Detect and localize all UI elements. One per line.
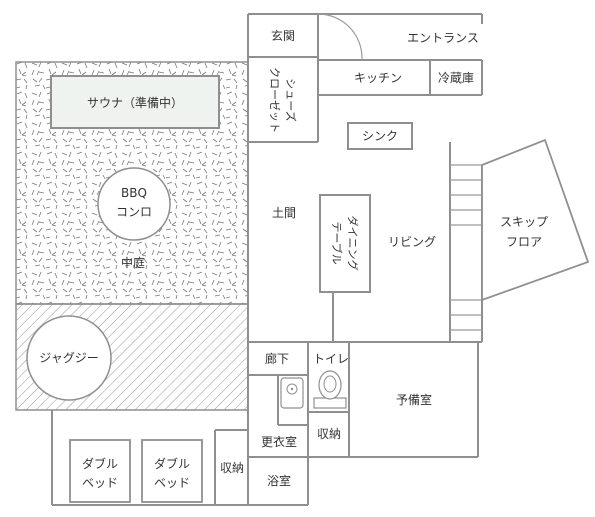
label-courtyard: 中庭 — [121, 255, 145, 270]
jacuzzi-tub — [26, 315, 112, 401]
toilet-fixture — [313, 370, 347, 409]
label-jacuzzi: ジャグジー — [39, 351, 98, 365]
label-toilet: トイレ — [313, 352, 349, 366]
label-bbq-konro: コンロ — [116, 205, 152, 219]
dining-table — [319, 194, 371, 293]
label-skip-floor-2: フロア — [506, 235, 542, 249]
label-sauna: サウナ（準備中） — [87, 95, 183, 110]
sink-counter — [347, 122, 413, 150]
label-spare-room: 予備室 — [396, 392, 432, 407]
label-double-bed-1: ダブル — [82, 456, 118, 471]
label-doma: 土間 — [272, 206, 296, 220]
label-double-bed-1-line2: ベッド — [82, 476, 118, 490]
label-skip-floor: スキップ — [500, 215, 548, 229]
label-entrance: エントランス — [407, 31, 479, 45]
sauna-box — [50, 75, 220, 129]
bbq-grill — [97, 167, 171, 241]
label-dressing-room: 更衣室 — [261, 434, 297, 449]
label-storage-2: 収納 — [220, 461, 244, 475]
label-shoes-closet-line2: クローゼット — [268, 67, 281, 133]
label-shoes-closet: シューズ クローゼット — [268, 67, 298, 133]
label-double-bed-2: ダブル — [154, 456, 190, 471]
label-storage-1: 収納 — [317, 427, 341, 441]
label-fridge: 冷蔵庫 — [438, 71, 474, 85]
label-sink: シンク — [362, 129, 398, 143]
label-dining-line1: ダイニング — [346, 216, 360, 271]
label-kitchen: キッチン — [354, 71, 402, 85]
double-bed-2 — [141, 439, 203, 503]
label-corridor: 廊下 — [265, 351, 289, 366]
label-bbq: BBQ — [121, 186, 147, 200]
skip-floor — [481, 138, 590, 302]
label-double-bed-2-line2: ベッド — [154, 476, 190, 490]
label-shoes-closet-line1: シューズ — [284, 78, 298, 121]
label-dining-table: ダイニング テーブル — [330, 216, 360, 271]
double-bed-1 — [69, 439, 131, 503]
washbasin — [280, 377, 304, 409]
label-genkan: 玄関 — [271, 28, 295, 43]
entrance-door-swing — [317, 13, 363, 59]
walls — [51, 13, 483, 506]
label-dining-line2: テーブル — [330, 221, 344, 264]
label-bath: 浴室 — [267, 473, 291, 488]
label-living: リビング — [388, 235, 436, 249]
stairs — [450, 164, 482, 331]
